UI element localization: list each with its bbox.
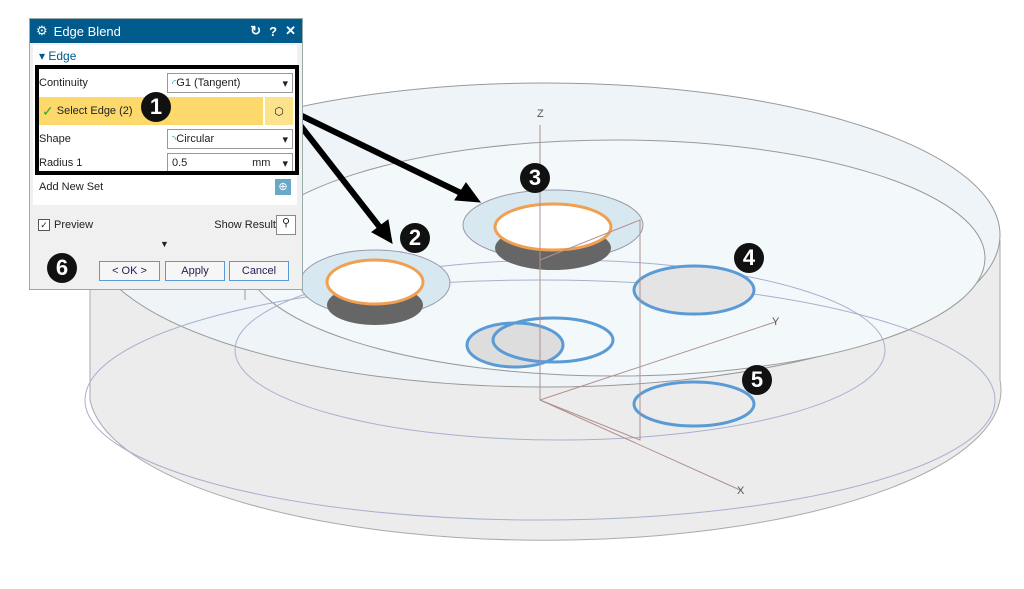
ok-button[interactable]: < OK > xyxy=(99,261,160,281)
dialog-title-bar: ⚙ Edge Blend ↻ ? ✕ xyxy=(30,19,302,43)
expand-more-icon[interactable]: ▼ xyxy=(160,239,169,249)
chevron-down-icon: ▾ xyxy=(282,157,288,170)
section-edge[interactable]: ▾ Edge xyxy=(39,49,77,63)
radius-row: Radius 1 0.5 mm ▾ xyxy=(39,151,293,175)
add-set-icon[interactable]: ⊕ xyxy=(275,179,291,195)
chevron-down-icon: ▾ xyxy=(282,77,288,90)
shape-row: Shape ◝ Circular ▾ xyxy=(39,127,293,151)
cancel-button[interactable]: Cancel xyxy=(229,261,289,281)
shape-value: Circular xyxy=(176,133,215,145)
tangent-icon: ◜ xyxy=(172,77,177,90)
continuity-row: Continuity ◜ G1 (Tangent) ▾ xyxy=(39,71,293,95)
callout-badge-6: 6 xyxy=(47,253,77,283)
radius-label: Radius 1 xyxy=(39,157,83,169)
axis-y-label: Y xyxy=(772,316,780,328)
reset-icon[interactable]: ↻ xyxy=(250,23,262,38)
radius-unit[interactable]: mm xyxy=(252,157,271,169)
continuity-label: Continuity xyxy=(39,77,88,89)
select-edge-label: Select Edge (2) xyxy=(56,105,133,117)
edge-selector-icon[interactable]: ⬡ xyxy=(263,97,293,125)
show-result-label: Show Result xyxy=(214,219,276,231)
callout-badge-1: 1 xyxy=(141,92,171,122)
chevron-down-icon: ▾ xyxy=(282,133,288,146)
magnifier-icon: ⚲ xyxy=(276,215,296,235)
check-icon: ✓ xyxy=(42,102,54,119)
hole-3 xyxy=(462,189,644,270)
callout-badge-2: 2 xyxy=(400,223,430,253)
callout-arrows xyxy=(297,112,482,244)
dialog-title: Edge Blend xyxy=(53,23,121,39)
add-new-set-label: Add New Set xyxy=(39,181,104,193)
checkbox-icon: ✓ xyxy=(38,219,50,231)
continuity-select[interactable]: ◜ G1 (Tangent) ▾ xyxy=(167,73,293,93)
add-new-set-row: Add New Set ⊕ xyxy=(39,175,293,199)
shape-label: Shape xyxy=(39,133,71,145)
edge-blend-dialog: ⚙ Edge Blend ↻ ? ✕ ▾ Edge Continuity ◜ G… xyxy=(29,18,303,290)
shape-select[interactable]: ◝ Circular ▾ xyxy=(167,129,293,149)
edge-panel: ▾ Edge Continuity ◜ G1 (Tangent) ▾ ✓ Sele… xyxy=(33,45,297,205)
holes-unselected xyxy=(465,264,756,428)
preview-label: Preview xyxy=(54,219,94,231)
continuity-value: G1 (Tangent) xyxy=(176,77,241,89)
callout-badge-4: 4 xyxy=(734,243,764,273)
hole-2 xyxy=(299,249,451,325)
apply-button[interactable]: Apply xyxy=(165,261,225,281)
callout-badge-5: 5 xyxy=(742,365,772,395)
preview-checkbox[interactable]: ✓ Preview xyxy=(38,219,93,231)
axis-x-label: X xyxy=(737,485,745,497)
show-result-button[interactable]: Show Result ⚲ xyxy=(214,215,296,235)
disk-model xyxy=(84,82,1002,541)
radius-value: 0.5 xyxy=(172,157,188,169)
circular-icon: ◝ xyxy=(172,133,177,146)
gear-icon: ⚙ xyxy=(36,23,48,38)
radius-input[interactable]: 0.5 mm ▾ xyxy=(167,153,293,173)
close-icon[interactable]: ✕ xyxy=(285,23,296,38)
help-icon[interactable]: ? xyxy=(269,23,278,39)
callout-badge-3: 3 xyxy=(520,163,550,193)
axis-z-label: Z xyxy=(537,108,544,120)
section-label: Edge xyxy=(48,49,77,63)
